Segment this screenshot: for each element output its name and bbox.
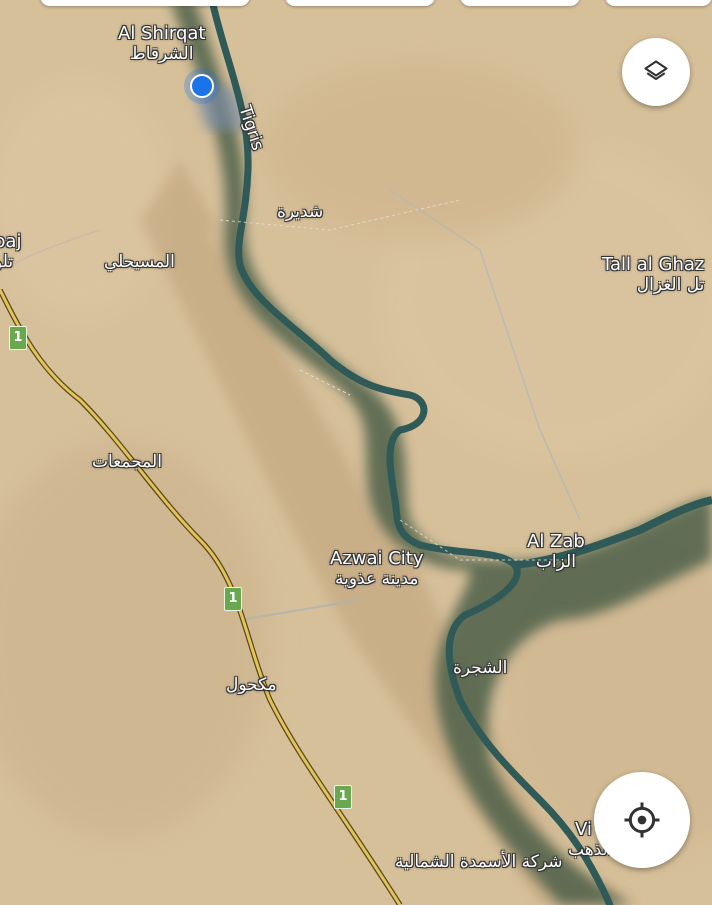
route-shield: 1: [224, 587, 242, 611]
route-shield: 1: [9, 326, 27, 350]
current-location-dot: [190, 74, 214, 98]
my-location-button[interactable]: [594, 772, 690, 868]
place-label[interactable]: المسيحلي: [104, 252, 175, 272]
place-label[interactable]: الشجرة: [453, 658, 508, 678]
place-label[interactable]: bajتلو: [0, 231, 22, 273]
place-label[interactable]: شركة الأسمدة الشمالية: [395, 852, 563, 872]
place-label[interactable]: مكحول: [226, 675, 277, 695]
top-chip[interactable]: [460, 0, 580, 6]
place-label[interactable]: شديرة: [277, 202, 324, 222]
top-chip[interactable]: [285, 0, 435, 6]
top-chip[interactable]: [605, 0, 712, 6]
layers-button[interactable]: [622, 38, 690, 106]
place-label[interactable]: المجمعات: [92, 452, 162, 472]
route-shield: 1: [334, 785, 352, 809]
my-location-icon: [624, 802, 660, 838]
top-chip[interactable]: [40, 0, 250, 6]
layers-icon: [644, 60, 668, 81]
